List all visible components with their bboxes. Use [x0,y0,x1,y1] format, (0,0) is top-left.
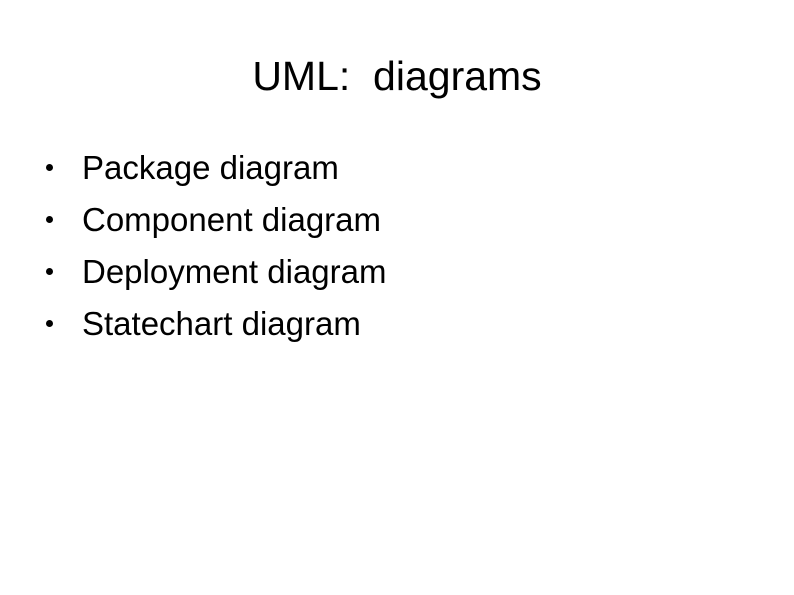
list-item-label: Package diagram [82,149,339,186]
bullet-circle-icon [46,164,53,171]
list-item: Statechart diagram [46,298,746,350]
list-item: Deployment diagram [46,246,746,298]
page-title: UML: diagrams [252,53,542,99]
list-item-label: Component diagram [82,201,381,238]
list-item: Package diagram [46,142,746,194]
slide-empty-area [0,350,794,595]
list-item-label: Deployment diagram [82,253,387,290]
bullet-circle-icon [46,268,53,275]
list-item-label: Statechart diagram [82,305,361,342]
list-item: Component diagram [46,194,746,246]
bullet-circle-icon [46,320,53,327]
bullet-list: Package diagram Component diagram Deploy… [46,142,746,350]
bullet-circle-icon [46,216,53,223]
